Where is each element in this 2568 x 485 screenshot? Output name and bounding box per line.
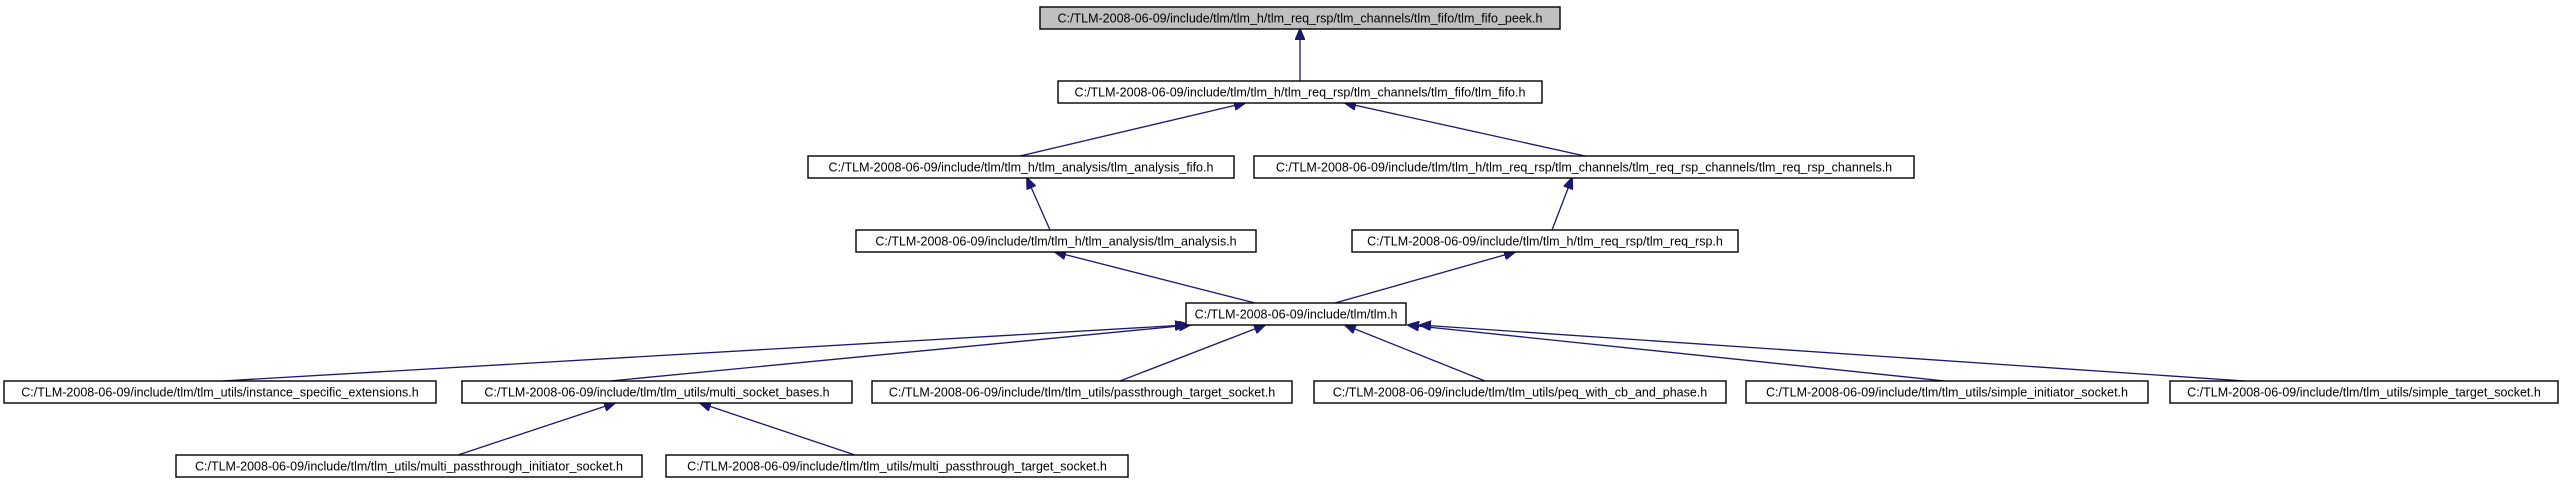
edge-tlm-to-tlm-analysis [1055,252,1256,304]
node-multi-passthrough-initiator-socket[interactable]: C:/TLM-2008-06-09/include/tlm/tlm_utils/… [175,454,643,478]
node-tlm-req-rsp-channels[interactable]: C:/TLM-2008-06-09/include/tlm/tlm_h/tlm_… [1253,155,1915,179]
node-box [855,229,1257,253]
node-box [1039,6,1561,30]
edge-tlm-analysis-fifo-to-tlm-fifo [1019,103,1245,157]
edge-passthrough-target-socket-to-tlm [1119,325,1265,382]
node-label: C:/TLM-2008-06-09/include/tlm/tlm_utils/… [889,386,1275,400]
node-tlm-analysis[interactable]: C:/TLM-2008-06-09/include/tlm/tlm_h/tlm_… [855,229,1257,253]
node-peq-with-cb-and-phase[interactable]: C:/TLM-2008-06-09/include/tlm/tlm_utils/… [1313,380,1727,404]
node-label: C:/TLM-2008-06-09/include/tlm/tlm_h/tlm_… [1367,235,1723,249]
node-tlm-analysis-fifo[interactable]: C:/TLM-2008-06-09/include/tlm/tlm_h/tlm_… [807,155,1235,179]
node-label: C:/TLM-2008-06-09/include/tlm/tlm_h/tlm_… [875,235,1236,249]
node-box [1313,380,1727,404]
node-label: C:/TLM-2008-06-09/include/tlm/tlm_utils/… [1333,386,1708,400]
node-box [1351,229,1739,253]
edge-tlm-req-rsp-to-tlm-req-rsp-channels [1551,178,1572,231]
node-simple-initiator-socket[interactable]: C:/TLM-2008-06-09/include/tlm/tlm_utils/… [1745,380,2149,404]
node-label: C:/TLM-2008-06-09/include/tlm/tlm_h/tlm_… [1058,12,1543,26]
node-box [1253,155,1915,179]
edge-multi-passthrough-target-socket-to-multi-socket-bases [700,403,856,456]
edge-tlm-analysis-to-tlm-analysis-fifo [1027,178,1051,231]
nodes-layer: C:/TLM-2008-06-09/include/tlm/tlm_h/tlm_… [3,6,2559,478]
node-label: C:/TLM-2008-06-09/include/tlm/tlm_h/tlm_… [1276,161,1892,175]
node-label: C:/TLM-2008-06-09/include/tlm/tlm_utils/… [1766,386,2128,400]
edge-tlm-to-tlm-req-rsp [1334,252,1515,304]
node-label: C:/TLM-2008-06-09/include/tlm/tlm_utils/… [687,460,1107,474]
node-box [1745,380,2149,404]
edge-peq-with-cb-and-phase-to-tlm [1345,325,1486,382]
node-label: C:/TLM-2008-06-09/include/tlm/tlm_utils/… [21,386,418,400]
edge-simple-initiator-socket-to-tlm [1408,325,1946,382]
edge-multi-passthrough-initiator-socket-to-multi-socket-bases [457,403,615,456]
node-tlm-req-rsp[interactable]: C:/TLM-2008-06-09/include/tlm/tlm_h/tlm_… [1351,229,1739,253]
node-box [2169,380,2559,404]
node-tlm-fifo[interactable]: C:/TLM-2008-06-09/include/tlm/tlm_h/tlm_… [1057,80,1543,104]
node-label: C:/TLM-2008-06-09/include/tlm/tlm_h/tlm_… [1075,86,1526,100]
edges-layer [221,29,2246,456]
node-passthrough-target-socket[interactable]: C:/TLM-2008-06-09/include/tlm/tlm_utils/… [871,380,1293,404]
node-tlm[interactable]: C:/TLM-2008-06-09/include/tlm/tlm.h [1185,302,1407,326]
node-multi-socket-bases[interactable]: C:/TLM-2008-06-09/include/tlm/tlm_utils/… [461,380,853,404]
node-box [175,454,643,478]
node-label: C:/TLM-2008-06-09/include/tlm/tlm_h/tlm_… [829,161,1214,175]
node-label: C:/TLM-2008-06-09/include/tlm/tlm_utils/… [195,460,623,474]
node-box [3,380,437,404]
node-simple-target-socket[interactable]: C:/TLM-2008-06-09/include/tlm/tlm_utils/… [2169,380,2559,404]
node-label: C:/TLM-2008-06-09/include/tlm/tlm_utils/… [484,386,829,400]
node-multi-passthrough-target-socket[interactable]: C:/TLM-2008-06-09/include/tlm/tlm_utils/… [665,454,1129,478]
node-box [1057,80,1543,104]
node-box [461,380,853,404]
node-box [807,155,1235,179]
edge-tlm-req-rsp-channels-to-tlm-fifo [1345,103,1586,157]
node-label: C:/TLM-2008-06-09/include/tlm/tlm.h [1195,308,1398,322]
edge-multi-socket-bases-to-tlm [609,325,1190,382]
node-box [665,454,1129,478]
edge-simple-target-socket-to-tlm [1420,325,2246,382]
node-label: C:/TLM-2008-06-09/include/tlm/tlm_utils/… [2187,386,2541,400]
edge-instance-specific-extensions-to-tlm [221,325,1186,382]
node-instance-specific-extensions[interactable]: C:/TLM-2008-06-09/include/tlm/tlm_utils/… [3,380,437,404]
node-tlm-fifo-peek[interactable]: C:/TLM-2008-06-09/include/tlm/tlm_h/tlm_… [1039,6,1561,30]
node-box [1185,302,1407,326]
node-box [871,380,1293,404]
